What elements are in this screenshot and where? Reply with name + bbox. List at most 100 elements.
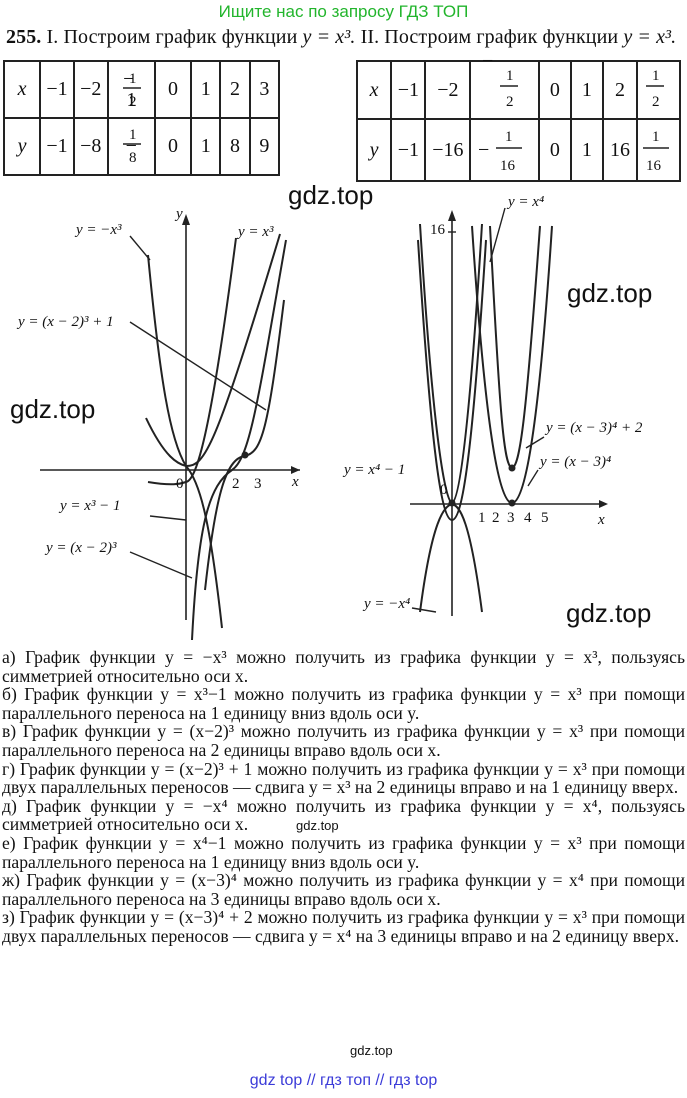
table-cell: −2: [424, 60, 472, 120]
table-cell: 8: [219, 117, 251, 176]
graph2-x-label: x: [597, 512, 605, 528]
table-cell: 0: [537, 60, 572, 120]
curve-shift-up: [204, 299, 285, 591]
label-cube-minus: y = x³ − 1: [58, 498, 121, 514]
explanation-b: б) График функции y = x³−1 можно получит…: [2, 684, 685, 723]
table-cell: −2: [72, 60, 109, 119]
fraction-numerator: 1: [652, 129, 660, 145]
graph2-tick-3: 3: [507, 510, 515, 526]
pointer-fourth-shift-up: [525, 436, 545, 449]
label-shift-up: y = (x − 2)³ + 1: [16, 314, 114, 330]
pointer-cube-minus: [149, 515, 187, 521]
table-cell: −16: [424, 118, 472, 182]
curve-fourth-minus: [417, 239, 487, 522]
label-cube: y = x³: [236, 224, 274, 240]
watermark-small: gdz.top: [350, 1043, 393, 1058]
table-header-y: y: [2, 117, 42, 176]
table-cell: 0: [153, 60, 193, 119]
table-cell: 2: [219, 60, 251, 119]
graph2-tick-1: 1: [478, 510, 486, 526]
explanation-zh: ж) График функции y = (x−3)⁴ можно получ…: [2, 870, 685, 909]
part1-function: y = x³.: [302, 26, 356, 48]
explanation-a: а) График функции y = −x³ можно получить…: [2, 647, 685, 686]
graph2-tick-2: 2: [492, 510, 500, 526]
table-cell: −1: [39, 117, 75, 176]
table-cell: [469, 118, 540, 182]
explanation-z: з) График функции y = (x−3)⁴ + 2 можно п…: [2, 907, 685, 946]
label-fourth-minus: y = x⁴ − 1: [342, 462, 405, 478]
label-fourth: y = x⁴: [506, 194, 544, 210]
explanations: а) График функции y = −x³ можно получить…: [2, 648, 685, 946]
graph1-origin-label: 0: [176, 476, 184, 492]
table-cell: 0: [537, 118, 572, 182]
table2-fraction-y: − 1 16: [478, 129, 522, 174]
table-cell: 0: [153, 117, 193, 176]
fraction-denominator: 16: [500, 158, 516, 174]
values-table-fourth: x −1 −2 0 1 2 y −1 −16 0 1 16: [355, 60, 681, 182]
table-cell: 1: [569, 118, 604, 182]
watermark: gdz.top: [10, 394, 96, 424]
explanation-d: д) График функции y = −x⁴ можно получить…: [2, 795, 685, 835]
label-fourth-shift: y = (x − 3)⁴: [538, 454, 611, 470]
fraction-denominator: 2: [506, 94, 514, 110]
fraction-numerator: 1: [652, 68, 660, 84]
table1-fraction-y: 1 8: [123, 127, 141, 166]
graph1-tick-3: 3: [254, 476, 262, 492]
graph2-tick-5: 5: [541, 510, 549, 526]
watermark: gdz.top: [567, 278, 653, 308]
point-shift-center: [241, 451, 249, 459]
pointer-fourth: [489, 207, 506, 263]
fraction-numerator: 1: [506, 68, 514, 84]
graph2-tick-4: 4: [524, 510, 532, 526]
table-row-y: y −1 −8 − 0 1 8 9: [2, 117, 281, 176]
graph2-x-arrow: [599, 500, 608, 508]
table-cell: −1: [390, 118, 427, 182]
table-header-x: x: [2, 60, 42, 119]
fraction-numerator: 1: [129, 127, 137, 143]
pointer-shift: [129, 551, 193, 579]
table-row-y: y −1 −16 0 1 16: [355, 118, 681, 182]
table-cell: [469, 60, 540, 120]
table2-fraction-x-last: 1 2: [646, 68, 664, 110]
curve-cube-minus: [147, 237, 237, 486]
table-row-x: x −1 −2 − 1 0 1 2 3: [2, 60, 281, 119]
explanation-g: г) График функции y = (x−2)³ + 1 можно п…: [2, 758, 685, 798]
table-cell: 2: [601, 60, 639, 120]
site-banner: Ищите нас по запросу ГДЗ ТОП: [218, 2, 469, 21]
fraction-numerator: 1: [505, 129, 513, 145]
table-cell: 3: [248, 60, 281, 119]
table2-fraction-y-last: 1 16: [643, 129, 669, 174]
fraction-numerator: 1: [129, 71, 137, 87]
curve-fourth: [419, 223, 483, 505]
graph-fourth: [410, 207, 608, 616]
graph1-y-label: y: [174, 206, 183, 222]
pointer-fourth-shift: [527, 469, 539, 487]
table2-fraction-x: − 1 2: [482, 50, 518, 110]
table-row-x: x −1 −2 0 1 2: [355, 60, 681, 120]
graph-cubic: [40, 214, 300, 641]
table-cell: −: [106, 117, 156, 176]
table1-fraction-x: 1 2: [123, 71, 141, 110]
pointer-neg-cube: [129, 235, 151, 261]
svg-text:−: −: [478, 139, 489, 161]
fraction-denominator: 8: [129, 150, 137, 166]
fraction-denominator: 2: [129, 94, 137, 110]
point-shift-base: [508, 499, 516, 507]
point-origin: [448, 499, 456, 507]
graph1-tick-2: 2: [232, 476, 240, 492]
table-cell: 1: [190, 117, 222, 176]
table-header-y: y: [355, 118, 393, 182]
table-cell: 1: [190, 60, 222, 119]
label-fourth-shift-up: y = (x − 3)⁴ + 2: [544, 420, 643, 436]
point-shift-center: [508, 464, 516, 472]
graph1-y-arrow: [182, 214, 190, 225]
table-cell: [636, 118, 681, 182]
table-cell: − 1: [106, 60, 156, 119]
part1-text: I. Построим график функции: [46, 26, 298, 48]
curve-cube: [145, 233, 281, 468]
table-cell: −1: [390, 60, 427, 120]
values-table-cube: x −1 −2 − 1 0 1 2 3 y −1 −8 − 0 1 8 9: [2, 60, 281, 176]
watermark: gdz.top: [288, 180, 374, 210]
graph1-x-arrow: [291, 466, 300, 474]
